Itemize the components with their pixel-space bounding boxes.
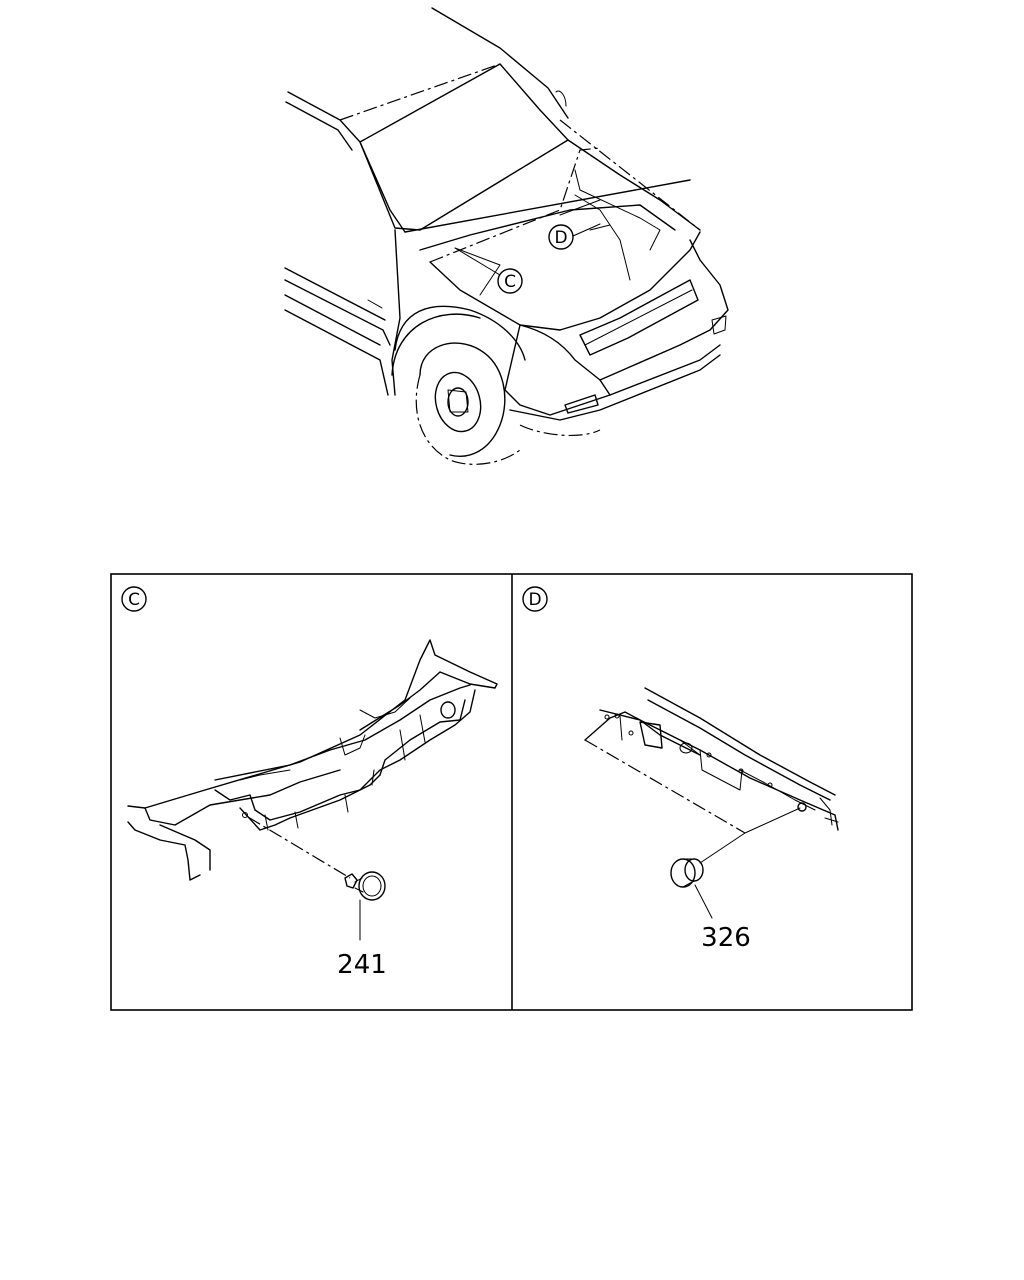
clip-part-241 xyxy=(344,871,386,941)
callout-c-label: C xyxy=(504,272,516,292)
vehicle-front-view: C D xyxy=(284,7,729,465)
callout-d-label: D xyxy=(554,228,567,248)
panel-c-label: C xyxy=(128,590,140,610)
detail-panel-c: C 241 xyxy=(121,586,498,980)
frame-rail xyxy=(584,687,839,831)
part-number-241: 241 xyxy=(337,950,387,980)
part-number-326: 326 xyxy=(701,923,751,953)
panel-d-label: D xyxy=(528,590,541,610)
cowl-panel xyxy=(127,639,498,881)
detail-panel-d: D 326 xyxy=(522,586,839,953)
grommet-part-326 xyxy=(670,858,713,919)
detail-panels-frame xyxy=(110,573,913,1011)
